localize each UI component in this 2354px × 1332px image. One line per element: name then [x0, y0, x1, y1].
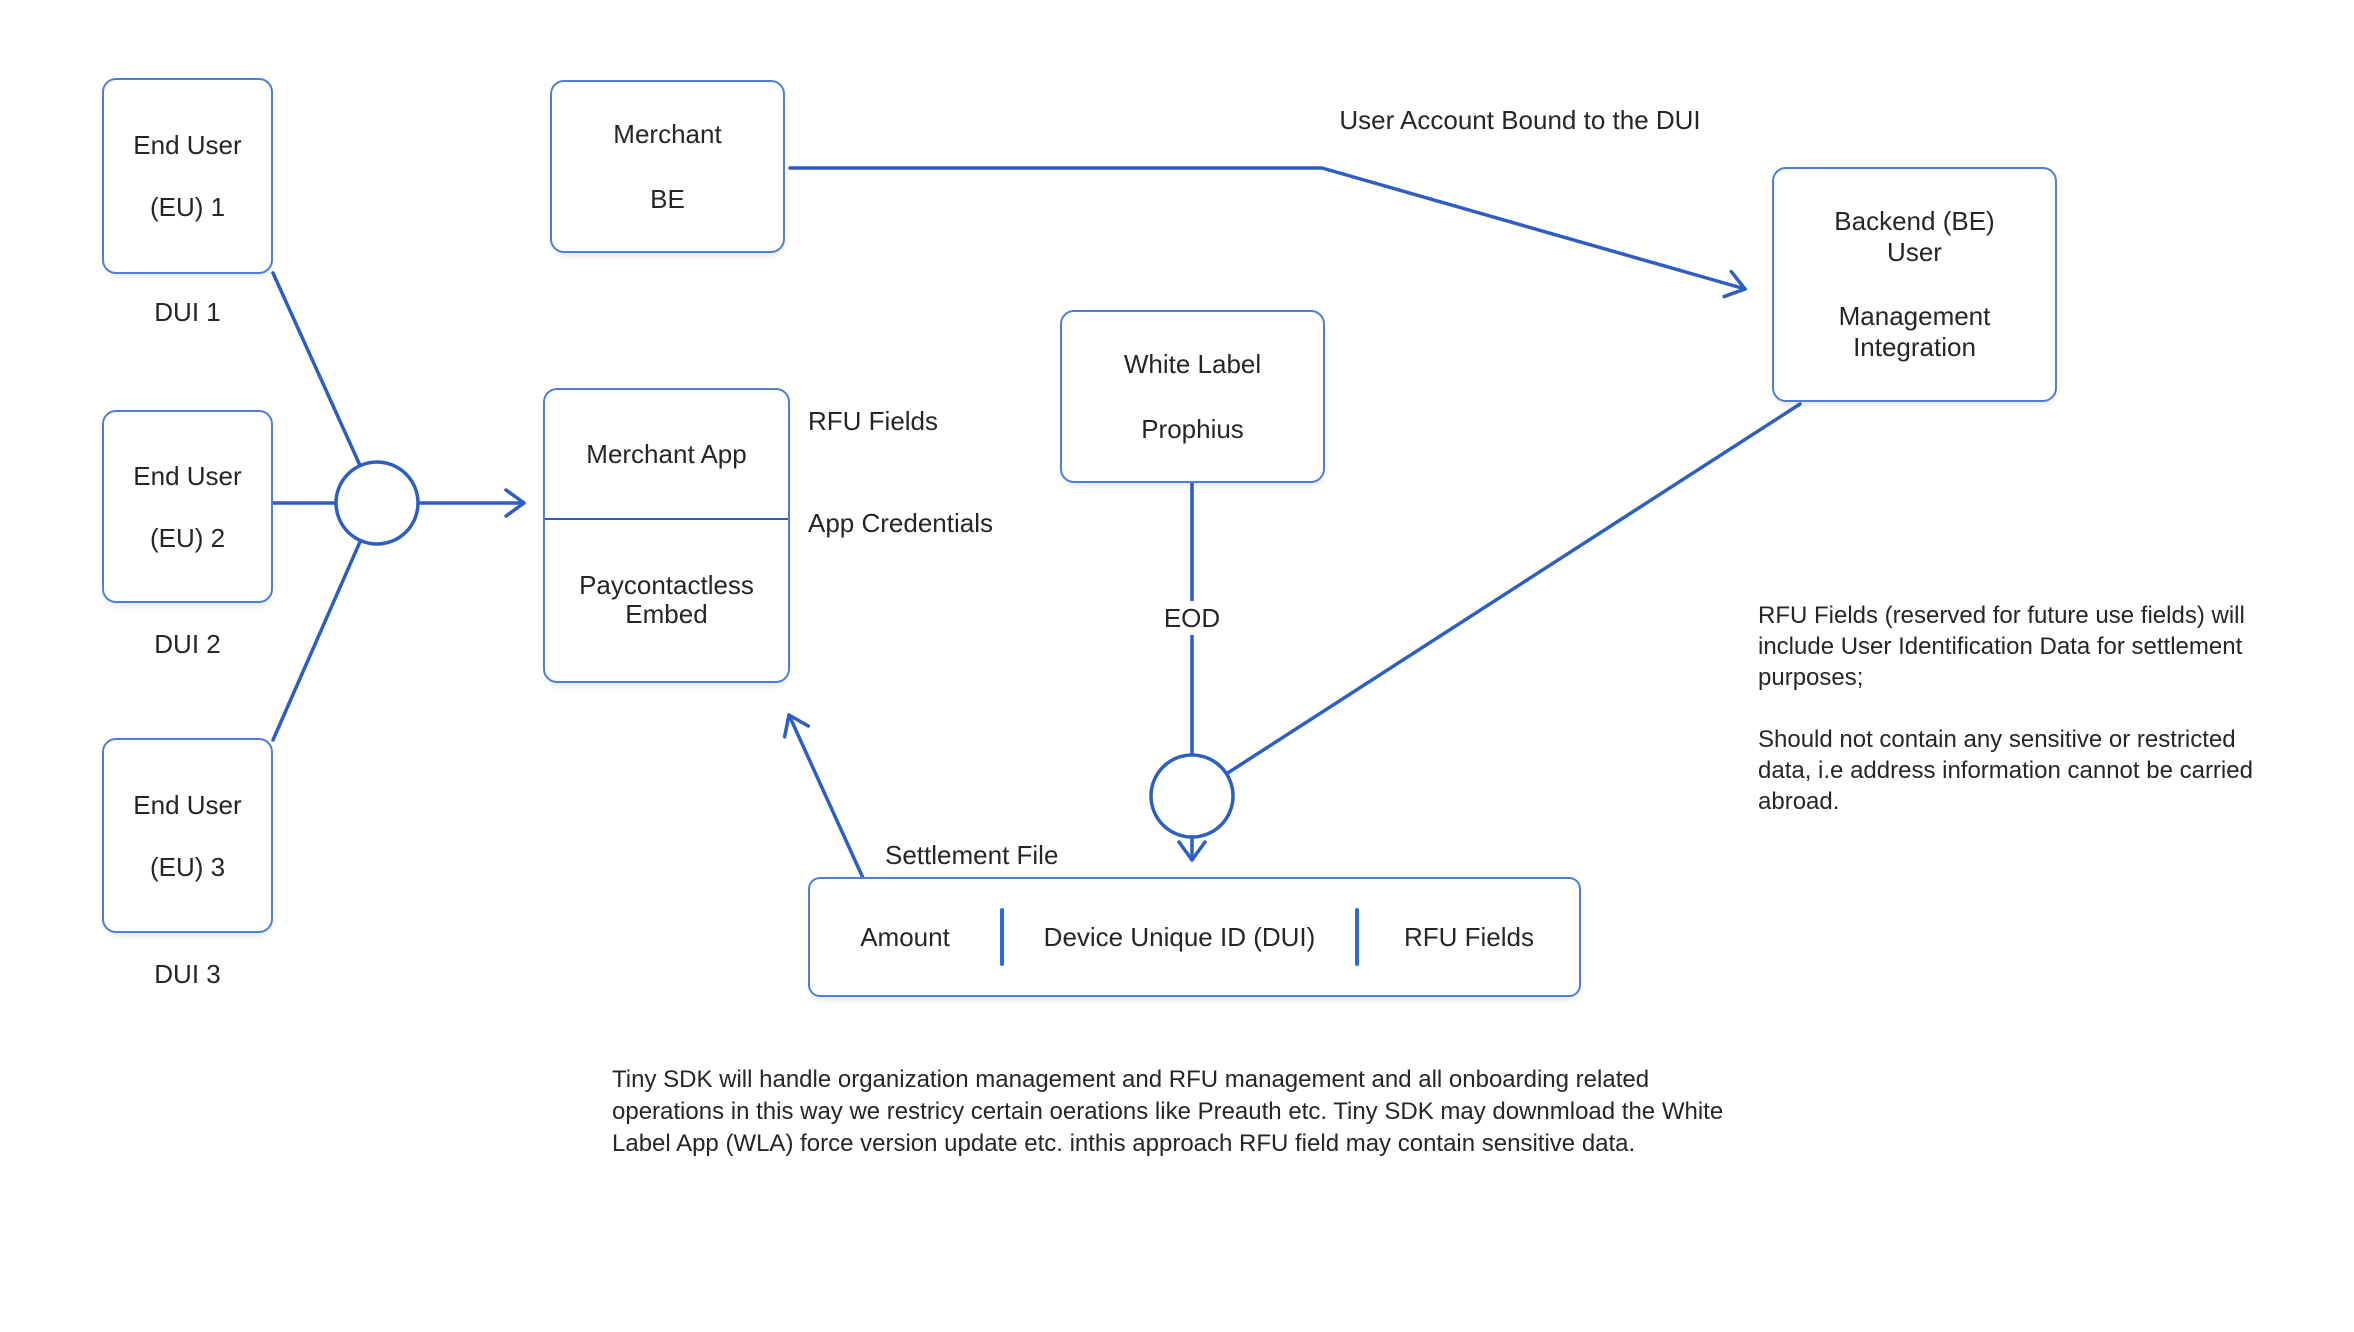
node-label: End User [133, 789, 242, 820]
node-label: Paycontactless Embed [579, 571, 754, 629]
node-label: End User [133, 130, 242, 160]
node-label-line: Integration [1853, 332, 1976, 362]
edge-settlement-merchant-app [782, 713, 865, 880]
node-merchant-app: Merchant App Paycontactless Embed [543, 388, 790, 683]
note-paragraph: Should not contain any sensitive or rest… [1758, 726, 2253, 815]
caption-dui-1: DUI 1 [154, 297, 221, 327]
settlement-column-dui: Device Unique ID (DUI) [1043, 922, 1316, 952]
node-merchant-be: Merchant BE [550, 80, 785, 253]
node-label: Backend (BE) User [1834, 206, 1994, 268]
node-label-line: Backend (BE) [1834, 206, 1995, 236]
node-label: Management Integration [1834, 301, 1994, 363]
junction-circle-eod [1149, 753, 1235, 839]
label-settlement-file: Settlement File [885, 840, 1059, 870]
node-label: Merchant [613, 119, 722, 149]
merchant-app-bottom-cell: Paycontactless Embed [545, 520, 788, 682]
node-label: White Label [1123, 349, 1262, 379]
settlement-column-amount: Amount [860, 922, 950, 952]
merchant-app-top-cell: Merchant App [545, 390, 788, 520]
note-rfu-fields: RFU Fields (reserved for future use fiel… [1758, 600, 2258, 817]
label-user-account-bound: User Account Bound to the DUI [1339, 105, 1701, 135]
node-label: Prophius [1141, 414, 1244, 444]
edge-backend-eodcircle [1190, 402, 1802, 798]
settlement-separator [1355, 908, 1359, 966]
edge-merchantbe-backend [788, 166, 1747, 299]
node-settlement-file: Amount Device Unique ID (DUI) RFU Fields [808, 877, 1581, 997]
node-label: (EU) 3 [149, 851, 226, 882]
node-label: BE [650, 184, 685, 214]
node-label-line: Management [1838, 301, 1991, 331]
node-label: (EU) 2 [149, 522, 226, 553]
note-tiny-sdk: Tiny SDK will handle organization manage… [612, 1066, 1724, 1157]
junction-circle-left [334, 460, 420, 546]
node-white-label-prophius: White Label Prophius [1060, 310, 1325, 483]
note-paragraph: RFU Fields (reserved for future use fiel… [1758, 602, 2245, 691]
node-end-user-3: End User (EU) 3 [102, 738, 273, 933]
node-label-line: Paycontactless [579, 570, 754, 601]
node-label-line: User [1887, 237, 1942, 267]
settlement-column-rfu: RFU Fields [1403, 922, 1534, 952]
node-end-user-1: End User (EU) 1 [102, 78, 273, 274]
label-eod: EOD [1153, 601, 1231, 635]
node-label: Merchant App [586, 438, 747, 469]
label-app-credentials: App Credentials [808, 508, 993, 538]
node-label-line: Embed [625, 599, 708, 630]
node-backend-integration: Backend (BE) User Management Integration [1772, 167, 2057, 402]
node-label: (EU) 1 [149, 192, 226, 222]
edge-eu3-junction [271, 501, 379, 742]
node-label: End User [133, 460, 242, 491]
caption-dui-2: DUI 2 [154, 629, 221, 659]
caption-dui-3: DUI 3 [154, 959, 221, 989]
label-rfu-fields: RFU Fields [808, 406, 939, 436]
settlement-separator [1000, 908, 1004, 966]
node-end-user-2: End User (EU) 2 [102, 410, 273, 603]
